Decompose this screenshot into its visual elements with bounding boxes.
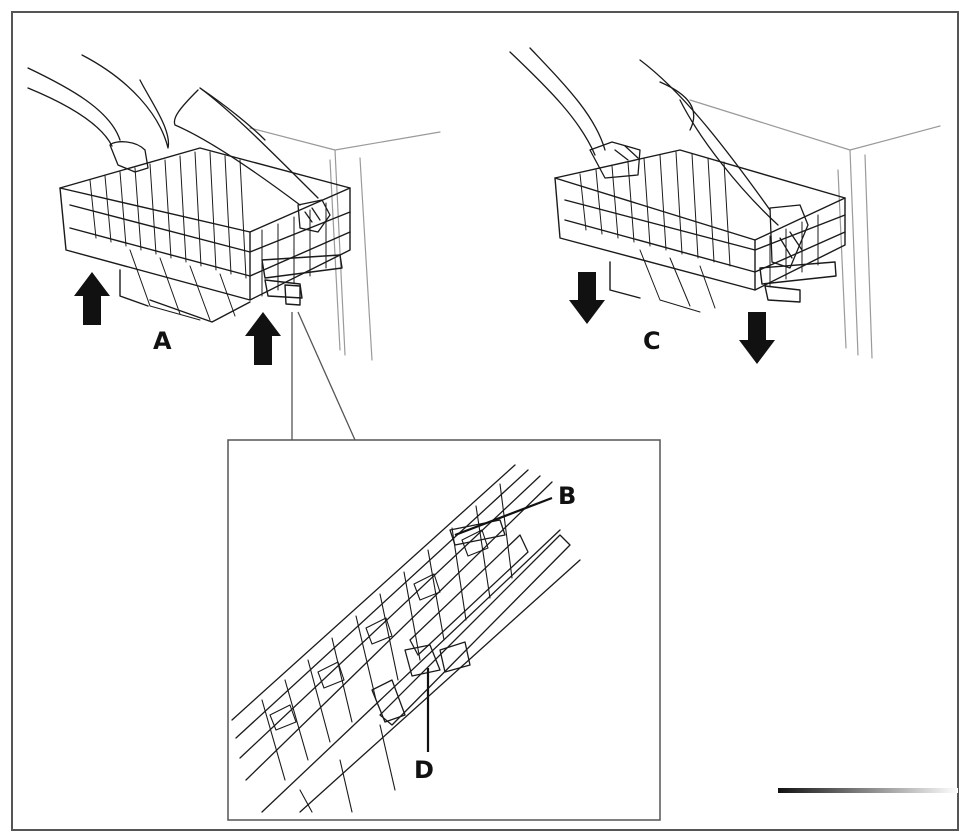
rack-left: [59, 147, 351, 323]
arms-right: [509, 47, 809, 269]
scene-left-raise-rack: [27, 54, 441, 361]
outer-frame: [11, 11, 959, 831]
callout-lines: [426, 496, 553, 752]
label-c: C: [643, 327, 661, 355]
dishwasher-cabinet-right: [689, 99, 941, 359]
label-b: B: [558, 482, 576, 510]
label-a: A: [153, 327, 172, 355]
zoom-connector: [291, 311, 356, 441]
arrow-down-right: [739, 312, 775, 364]
arrow-down-left: [569, 272, 605, 324]
detail-inset-rack-rail: [231, 464, 581, 813]
arrow-up-left: [74, 272, 110, 325]
fade-bar: [778, 788, 958, 793]
arms-left: [27, 54, 331, 233]
scene-right-lower-rack: [509, 47, 941, 359]
rack-right: [554, 149, 846, 313]
arrow-up-right: [245, 312, 281, 365]
label-d: D: [414, 756, 434, 784]
